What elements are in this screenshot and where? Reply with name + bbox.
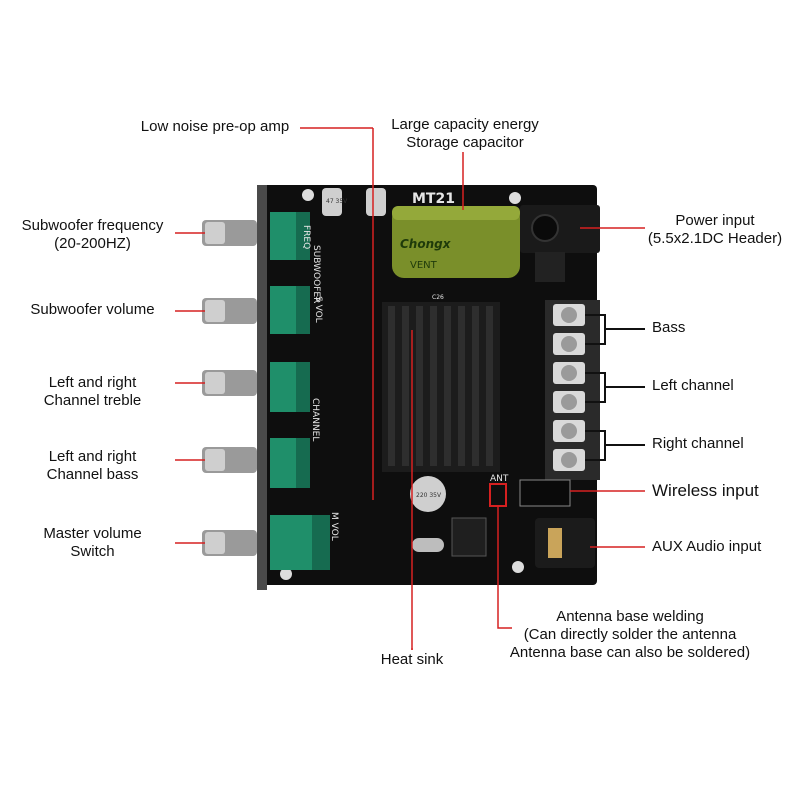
label-treble-line2: Channel treble (43, 392, 142, 409)
label-wireless-input: Wireless input (652, 481, 759, 500)
label-capacitor-line2: Storage capacitor (406, 134, 524, 151)
label-bass-knob-line1: Left and right (48, 448, 137, 465)
terminal-bracket-lines (585, 314, 645, 461)
label-capacitor-line1: Large capacity energy (391, 116, 539, 133)
power-jack (520, 205, 600, 282)
label-bass-output: Bass (652, 319, 686, 336)
label-power-line2: (5.5x2.1DC Header) (647, 230, 783, 247)
label-right-channel: Right channel (652, 435, 744, 452)
label-antenna-line1: Antenna base welding (556, 608, 704, 625)
label-bass-knob-line2: Channel bass (46, 466, 139, 483)
pot-master-volume (202, 515, 330, 570)
label-left-channel: Left channel (652, 377, 734, 394)
silkscreen-subwoofer: SUBWOOFER (311, 245, 321, 303)
label-power-line1: Power input (675, 212, 755, 229)
label-antenna-line2: (Can directly solder the antenna (523, 626, 737, 643)
front-panel (257, 185, 267, 590)
small-cap-text: 47 35V (326, 198, 348, 205)
silkscreen-m-vol: M VOL (329, 512, 339, 541)
annotation-leader-lines (175, 127, 645, 650)
silkscreen-channel: CHANNEL (310, 398, 320, 441)
label-heat-sink: Heat sink (380, 651, 444, 668)
cap-vent-text: VENT (410, 260, 438, 271)
label-preamp: Low noise pre-op amp (140, 118, 290, 135)
label-antenna-line3: Antenna base can also be soldered) (509, 644, 751, 661)
storage-capacitor (392, 206, 520, 278)
label-sub-volume: Subwoofer volume (30, 301, 155, 318)
pot-subwoofer-volume (202, 286, 310, 334)
pot-bass (202, 438, 310, 488)
pcb-model-text: MT21 (412, 191, 455, 207)
label-aux-input: AUX Audio input (652, 538, 762, 555)
speaker-terminals (545, 300, 600, 480)
label-sub-freq-line2: (20-200HZ) (54, 235, 131, 252)
electrolytic-cap-text: 220 35V (416, 492, 442, 499)
label-master-line2: Switch (70, 543, 115, 560)
silkscreen-ant: ANT (490, 474, 509, 484)
cap-brand-text: Chongx (400, 237, 452, 251)
silkscreen-s-vol: S VOL (313, 296, 323, 323)
pot-treble (202, 362, 310, 412)
silkscreen-freq: FREQ (301, 225, 311, 249)
label-treble-line1: Left and right (48, 374, 137, 391)
label-master-line1: Master volume (43, 525, 142, 542)
heat-sink (382, 302, 500, 472)
c26-text: C26 (432, 294, 444, 301)
label-sub-freq-line1: Subwoofer frequency (21, 217, 164, 234)
pot-subwoofer-frequency (202, 212, 310, 260)
